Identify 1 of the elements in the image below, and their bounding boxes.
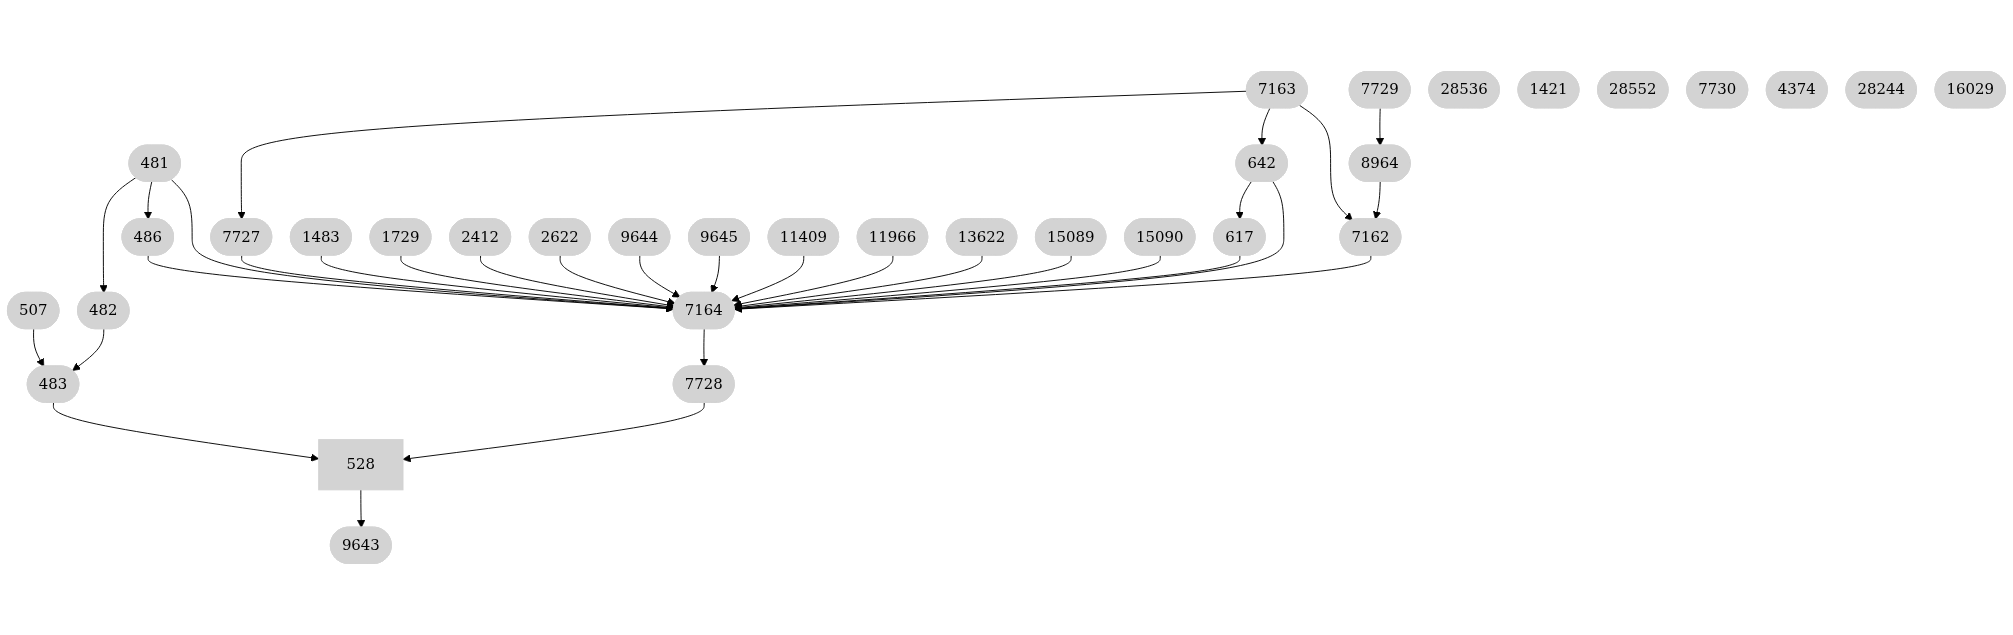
node-box: 528	[318, 439, 404, 491]
